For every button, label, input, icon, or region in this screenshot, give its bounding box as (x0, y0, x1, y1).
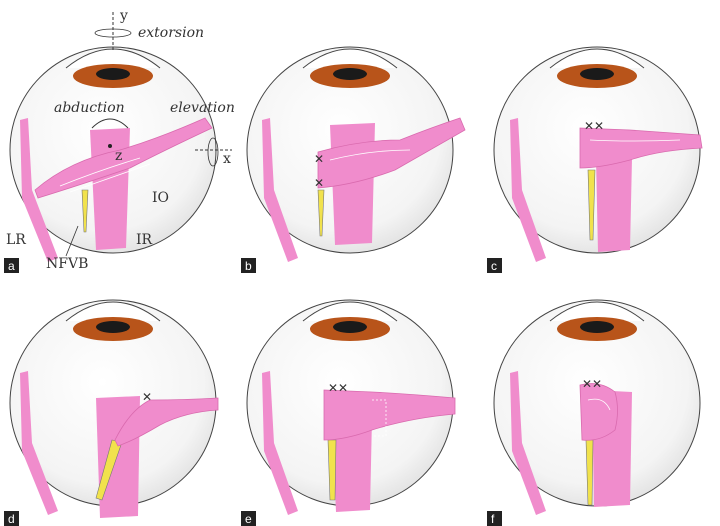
suture-mark: ✕ (142, 390, 152, 404)
suture-mark: ✕✕ (328, 381, 348, 395)
panel-e: ✕✕ e (241, 299, 456, 526)
nerve-bundle (81, 189, 89, 233)
panel-e-letter-box (241, 511, 256, 526)
panel-e-letter: e (245, 512, 252, 526)
abduction-label: abduction (54, 100, 125, 116)
axis-y-label: y (119, 8, 128, 24)
panel-a-letter-box (4, 258, 19, 273)
io-label: IO (152, 190, 169, 206)
inferior-oblique-muscle (34, 117, 213, 199)
inferior-oblique-muscle (579, 127, 703, 169)
suture-mark: ✕ (314, 176, 324, 190)
suture-mark: ✕✕ (582, 377, 602, 391)
inferior-oblique-muscle (579, 383, 618, 441)
panel-d: ✕ d (4, 299, 219, 526)
suture-mark: ✕ (314, 152, 324, 166)
inferior-oblique-muscle (317, 117, 466, 189)
elevation-label: elevation (170, 100, 235, 116)
inferior-oblique-muscle (114, 397, 219, 447)
panel-b-letter-box (241, 258, 256, 273)
panel-b: ✕ ✕ b (241, 46, 466, 273)
nerve-bundle (327, 439, 337, 501)
panel-c-letter-box (487, 258, 502, 273)
nerve-bundle (587, 169, 596, 241)
nerve-bundle (317, 189, 325, 237)
lateral-rectus-muscle (262, 118, 298, 262)
panel-f: ✕✕ f (487, 299, 701, 526)
suture-mark: ✕✕ (584, 119, 604, 133)
lateral-rectus-muscle (20, 118, 58, 262)
panel-d-letter-box (4, 511, 19, 526)
panel-a: y extorsion abduction elevation x z IO L… (4, 8, 235, 273)
lateral-rectus-muscle (20, 371, 58, 515)
lateral-rectus-muscle (510, 118, 546, 262)
axis-x-label: x (223, 151, 231, 167)
panel-f-letter: f (491, 512, 495, 526)
nfvb-label: NFVB (46, 256, 88, 272)
ir-label: IR (136, 232, 153, 248)
panel-a-letter: a (8, 259, 15, 273)
panel-f-letter-box (487, 511, 502, 526)
panel-c: ✕✕ c (487, 46, 703, 273)
panel-d-letter: d (8, 512, 15, 526)
y-axis-arrow (94, 12, 132, 50)
inferior-oblique-muscle (323, 389, 456, 441)
inferior-rectus-muscle (332, 418, 372, 512)
panel-c-letter: c (491, 259, 497, 273)
abduction-arrow (91, 118, 129, 129)
inferior-rectus-muscle (596, 158, 632, 252)
lr-label: LR (6, 232, 26, 248)
lateral-rectus-muscle (510, 371, 546, 515)
extorsion-label: extorsion (138, 25, 204, 41)
z-axis-dot (108, 144, 112, 148)
lateral-rectus-muscle (262, 371, 298, 515)
panel-b-letter: b (245, 259, 252, 273)
axis-z-label: z (115, 148, 122, 164)
x-axis-arrow (195, 137, 232, 167)
